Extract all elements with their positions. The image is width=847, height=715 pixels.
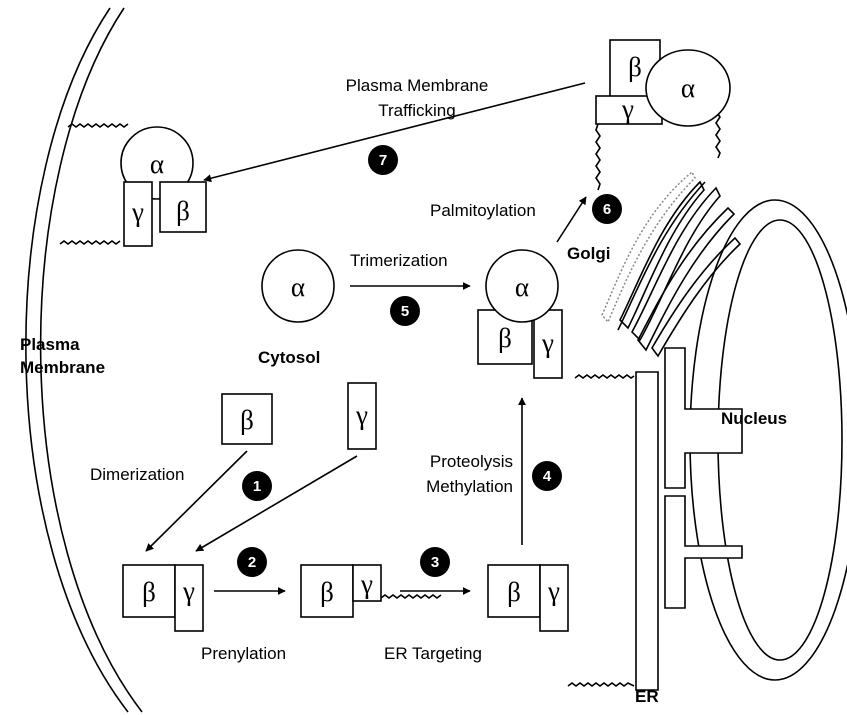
gamma-symbol: γ [541, 328, 554, 358]
alpha-symbol: α [681, 73, 695, 103]
step-number-2: 2 [248, 554, 256, 571]
cytosolic-alpha: α [262, 250, 334, 322]
golgi-trimer: β γ α [596, 40, 730, 126]
step-badge-5: 5 [390, 296, 420, 326]
step-label-plasma-membrane: Plasma Membrane [346, 76, 489, 95]
gamma-symbol: γ [621, 94, 634, 124]
cytosol-label: Cytosol [258, 348, 320, 367]
step-label-palmitoylation: Palmitoylation [430, 201, 536, 220]
gamma-symbol: γ [131, 197, 144, 227]
step-number-6: 6 [603, 201, 611, 218]
er-label: ER [635, 687, 659, 706]
plasma-membrane-label-line2: Membrane [20, 358, 105, 377]
step-label-dimerization: Dimerization [90, 465, 184, 484]
dimerization-arrow-gamma [196, 456, 357, 551]
beta-symbol: β [142, 577, 156, 607]
step-label-trimerization: Trimerization [350, 251, 448, 270]
gamma-symbol: γ [547, 576, 560, 606]
step-number-3: 3 [431, 554, 439, 571]
membrane-trimer: α β γ [121, 127, 206, 246]
free-subunits: β γ [222, 383, 376, 449]
step-number-1: 1 [253, 478, 261, 495]
step-label-er-targeting: ER Targeting [384, 644, 482, 663]
step-label-methylation: Methylation [426, 477, 513, 496]
alpha-symbol: α [291, 272, 305, 302]
gamma-symbol: γ [355, 400, 368, 430]
gamma-symbol: γ [182, 576, 195, 606]
beta-symbol: β [240, 405, 254, 435]
beta-symbol: β [628, 52, 642, 82]
golgi-shape [602, 172, 740, 356]
dimer-2: β γ [301, 565, 381, 617]
golgi-label: Golgi [567, 244, 610, 263]
beta-symbol: β [498, 323, 512, 353]
nucleus-label: Nucleus [721, 409, 787, 428]
step-number-5: 5 [401, 303, 409, 320]
step-label-proteolysis: Proteolysis [430, 452, 513, 471]
palmitoylation-arrow [557, 197, 586, 242]
beta-symbol: β [507, 577, 521, 607]
alpha-symbol: α [150, 149, 164, 179]
plasma-membrane-label-line1: Plasma [20, 335, 80, 354]
er-shape [636, 348, 742, 690]
er-trimer: β γ α [478, 250, 562, 378]
step-badge-2: 2 [237, 547, 267, 577]
beta-symbol: β [176, 196, 190, 226]
dimer-3: β γ [488, 565, 568, 631]
gamma-symbol: γ [360, 569, 373, 599]
alpha-symbol: α [515, 272, 529, 302]
step-number-4: 4 [543, 468, 552, 485]
step-badge-7: 7 [368, 145, 398, 175]
step-badge-1: 1 [242, 471, 272, 501]
step-label-trafficking: Trafficking [378, 101, 455, 120]
step-label-prenylation: Prenylation [201, 644, 286, 663]
step-number-7: 7 [379, 152, 387, 169]
beta-symbol: β [320, 577, 334, 607]
dimer-1: β γ [123, 565, 203, 631]
step-badge-6: 6 [592, 194, 622, 224]
step-badge-3: 3 [420, 547, 450, 577]
step-badge-4: 4 [532, 461, 562, 491]
